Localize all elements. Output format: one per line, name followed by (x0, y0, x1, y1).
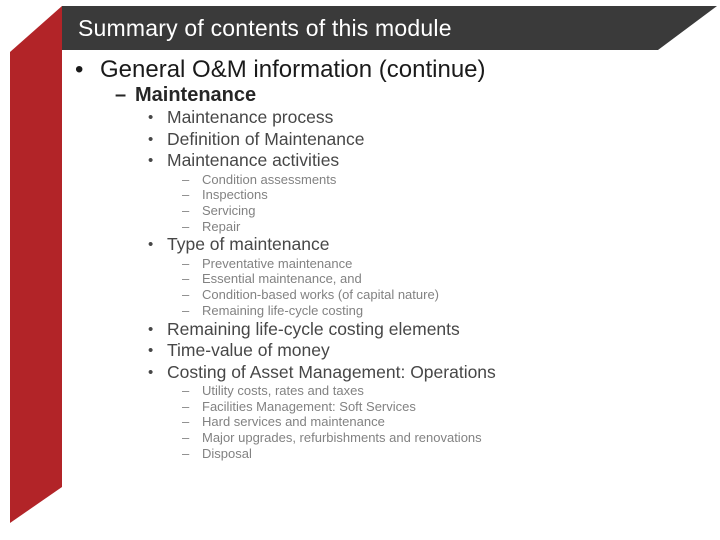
outline-item-level-4: –Condition-based works (of capital natur… (0, 287, 715, 303)
bullet-dot-icon: • (75, 56, 84, 83)
outline-item-level-3: • Maintenance activities (0, 150, 715, 172)
outline-item-level-4: –Servicing (0, 203, 715, 219)
slide-title: Summary of contents of this module (78, 14, 452, 41)
outline-item-text: Utility costs, rates and taxes (202, 383, 364, 398)
outline-item-text: Condition-based works (of capital nature… (202, 287, 440, 303)
outline-item-level-3: • Costing of Asset Management: Operations (0, 362, 715, 384)
bullet-dot-icon: • (148, 236, 154, 254)
bullet-dash-icon: – (182, 255, 190, 271)
outline-item-text: Maintenance (135, 84, 257, 106)
outline-item-level-4: –Major upgrades, refurbishments and reno… (0, 430, 715, 446)
outline-item-level-3: • Time-value of money (0, 340, 715, 362)
outline-item-text: Preventative maintenance (202, 255, 353, 271)
bullet-dash-icon: – (182, 398, 190, 414)
outline-item-text: Time-value of money (167, 340, 330, 360)
red-ribbon-icon (10, 6, 62, 523)
bullet-dash-icon: – (182, 218, 190, 234)
outline-item-level-3: • Type of maintenance (0, 234, 715, 256)
outline-item-text: Major upgrades, refurbishments and renov… (202, 430, 482, 446)
outline-item-level-3: • Maintenance process (0, 107, 715, 129)
bullet-dot-icon: • (148, 320, 154, 338)
outline-item-level-4: –Facilities Management: Soft Services (0, 399, 715, 415)
outline-item-level-4: –Utility costs, rates and taxes (0, 383, 715, 399)
outline-item-level-4: –Essential maintenance, and (0, 271, 715, 287)
bullet-dot-icon: • (148, 363, 154, 381)
outline-item-text: Maintenance process (167, 107, 334, 127)
bullet-dash-icon: – (115, 84, 127, 106)
outline-list: •General O&M information (continue)–Main… (0, 57, 715, 461)
outline-item-level-4: –Preventative maintenance (0, 256, 715, 272)
outline-item-text: Repair (202, 218, 241, 234)
outline-item-level-4: –Inspections (0, 187, 715, 203)
bullet-dash-icon: – (182, 187, 190, 203)
outline-item-text: Remaining life-cycle costing (202, 302, 364, 318)
bullet-dot-icon: • (148, 342, 154, 359)
bullet-dash-icon: – (182, 383, 190, 398)
outline-item-text: Disposal (202, 445, 252, 461)
outline-item-level-4: –Remaining life-cycle costing (0, 303, 715, 319)
outline-item-text: General O&M information (continue) (100, 56, 486, 83)
outline-item-text: Hard services and maintenance (202, 414, 385, 430)
outline-item-text: Remaining life-cycle costing elements (167, 318, 460, 339)
outline-item-text: Inspections (202, 187, 268, 203)
bullet-dash-icon: – (182, 302, 190, 318)
bullet-dash-icon: – (182, 171, 190, 187)
title-banner: Summary of contents of this module (62, 6, 658, 50)
bullet-dash-icon: – (182, 202, 190, 218)
outline-item-text: Type of maintenance (167, 234, 330, 255)
outline-item-text: Servicing (202, 202, 256, 218)
bullet-dash-icon: – (182, 287, 190, 303)
outline-item-level-4: –Condition assessments (0, 172, 715, 188)
title-banner-shape (62, 6, 717, 50)
bullet-dash-icon: – (182, 430, 190, 446)
outline-item-text: Facilities Management: Soft Services (202, 398, 416, 414)
bullet-dash-icon: – (182, 271, 190, 287)
bullet-dash-icon: – (182, 445, 190, 461)
bullet-dot-icon: • (148, 152, 154, 169)
bullet-dot-icon: • (148, 109, 154, 126)
outline-item-level-3: • Definition of Maintenance (0, 129, 715, 151)
outline-item-level-4: –Hard services and maintenance (0, 414, 715, 430)
outline-item-text: Costing of Asset Management: Operations (167, 361, 496, 382)
outline-item-level-4: –Repair (0, 219, 715, 235)
outline-item-level-1: • General O&M information (continue) (0, 57, 715, 83)
outline-item-level-3: • Remaining life-cycle costing elements (0, 319, 715, 341)
outline-item-text: Maintenance activities (167, 150, 340, 170)
outline-item-text: Essential maintenance, and (202, 271, 362, 287)
bullet-dot-icon: • (148, 130, 154, 148)
bullet-dash-icon: – (182, 414, 190, 430)
outline-item-level-2: –Maintenance (0, 83, 715, 107)
outline-item-text: Condition assessments (202, 171, 337, 187)
outline-item-level-4: –Disposal (0, 446, 715, 462)
outline-item-text: Definition of Maintenance (167, 128, 365, 149)
